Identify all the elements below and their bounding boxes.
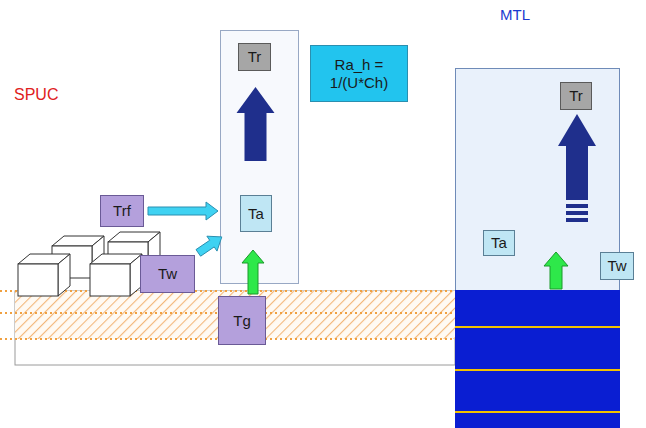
node-text: Tw	[607, 257, 626, 274]
temperature-box: Tg	[218, 296, 266, 345]
temperature-box: Ta	[483, 230, 515, 256]
temperature-box: Ta	[240, 195, 272, 232]
node-text: Ta	[491, 234, 507, 251]
temperature-box: Trf	[100, 195, 144, 227]
formula-box: Ra_h = 1/(U*Ch)	[310, 45, 408, 102]
flux-arrow	[148, 202, 218, 220]
region-label: MTL	[500, 6, 530, 23]
node-text: Tg	[233, 312, 251, 329]
node-text: Tr	[569, 87, 583, 104]
flux-arrow	[196, 236, 222, 256]
temperature-box: Tr	[560, 82, 592, 110]
node-text: Tw	[158, 265, 177, 282]
node-text: Ta	[248, 205, 264, 222]
temperature-box: Tr	[238, 43, 271, 71]
temperature-box: Tw	[600, 252, 634, 280]
node-text: Ra_h = 1/(U*Ch)	[317, 56, 401, 91]
region-label: SPUC	[14, 86, 58, 104]
flux-arrow	[237, 87, 275, 161]
temperature-box: Tw	[140, 255, 195, 293]
flux-arrow	[242, 250, 264, 294]
node-text: Trf	[113, 202, 131, 219]
node-text: Tr	[248, 48, 262, 65]
